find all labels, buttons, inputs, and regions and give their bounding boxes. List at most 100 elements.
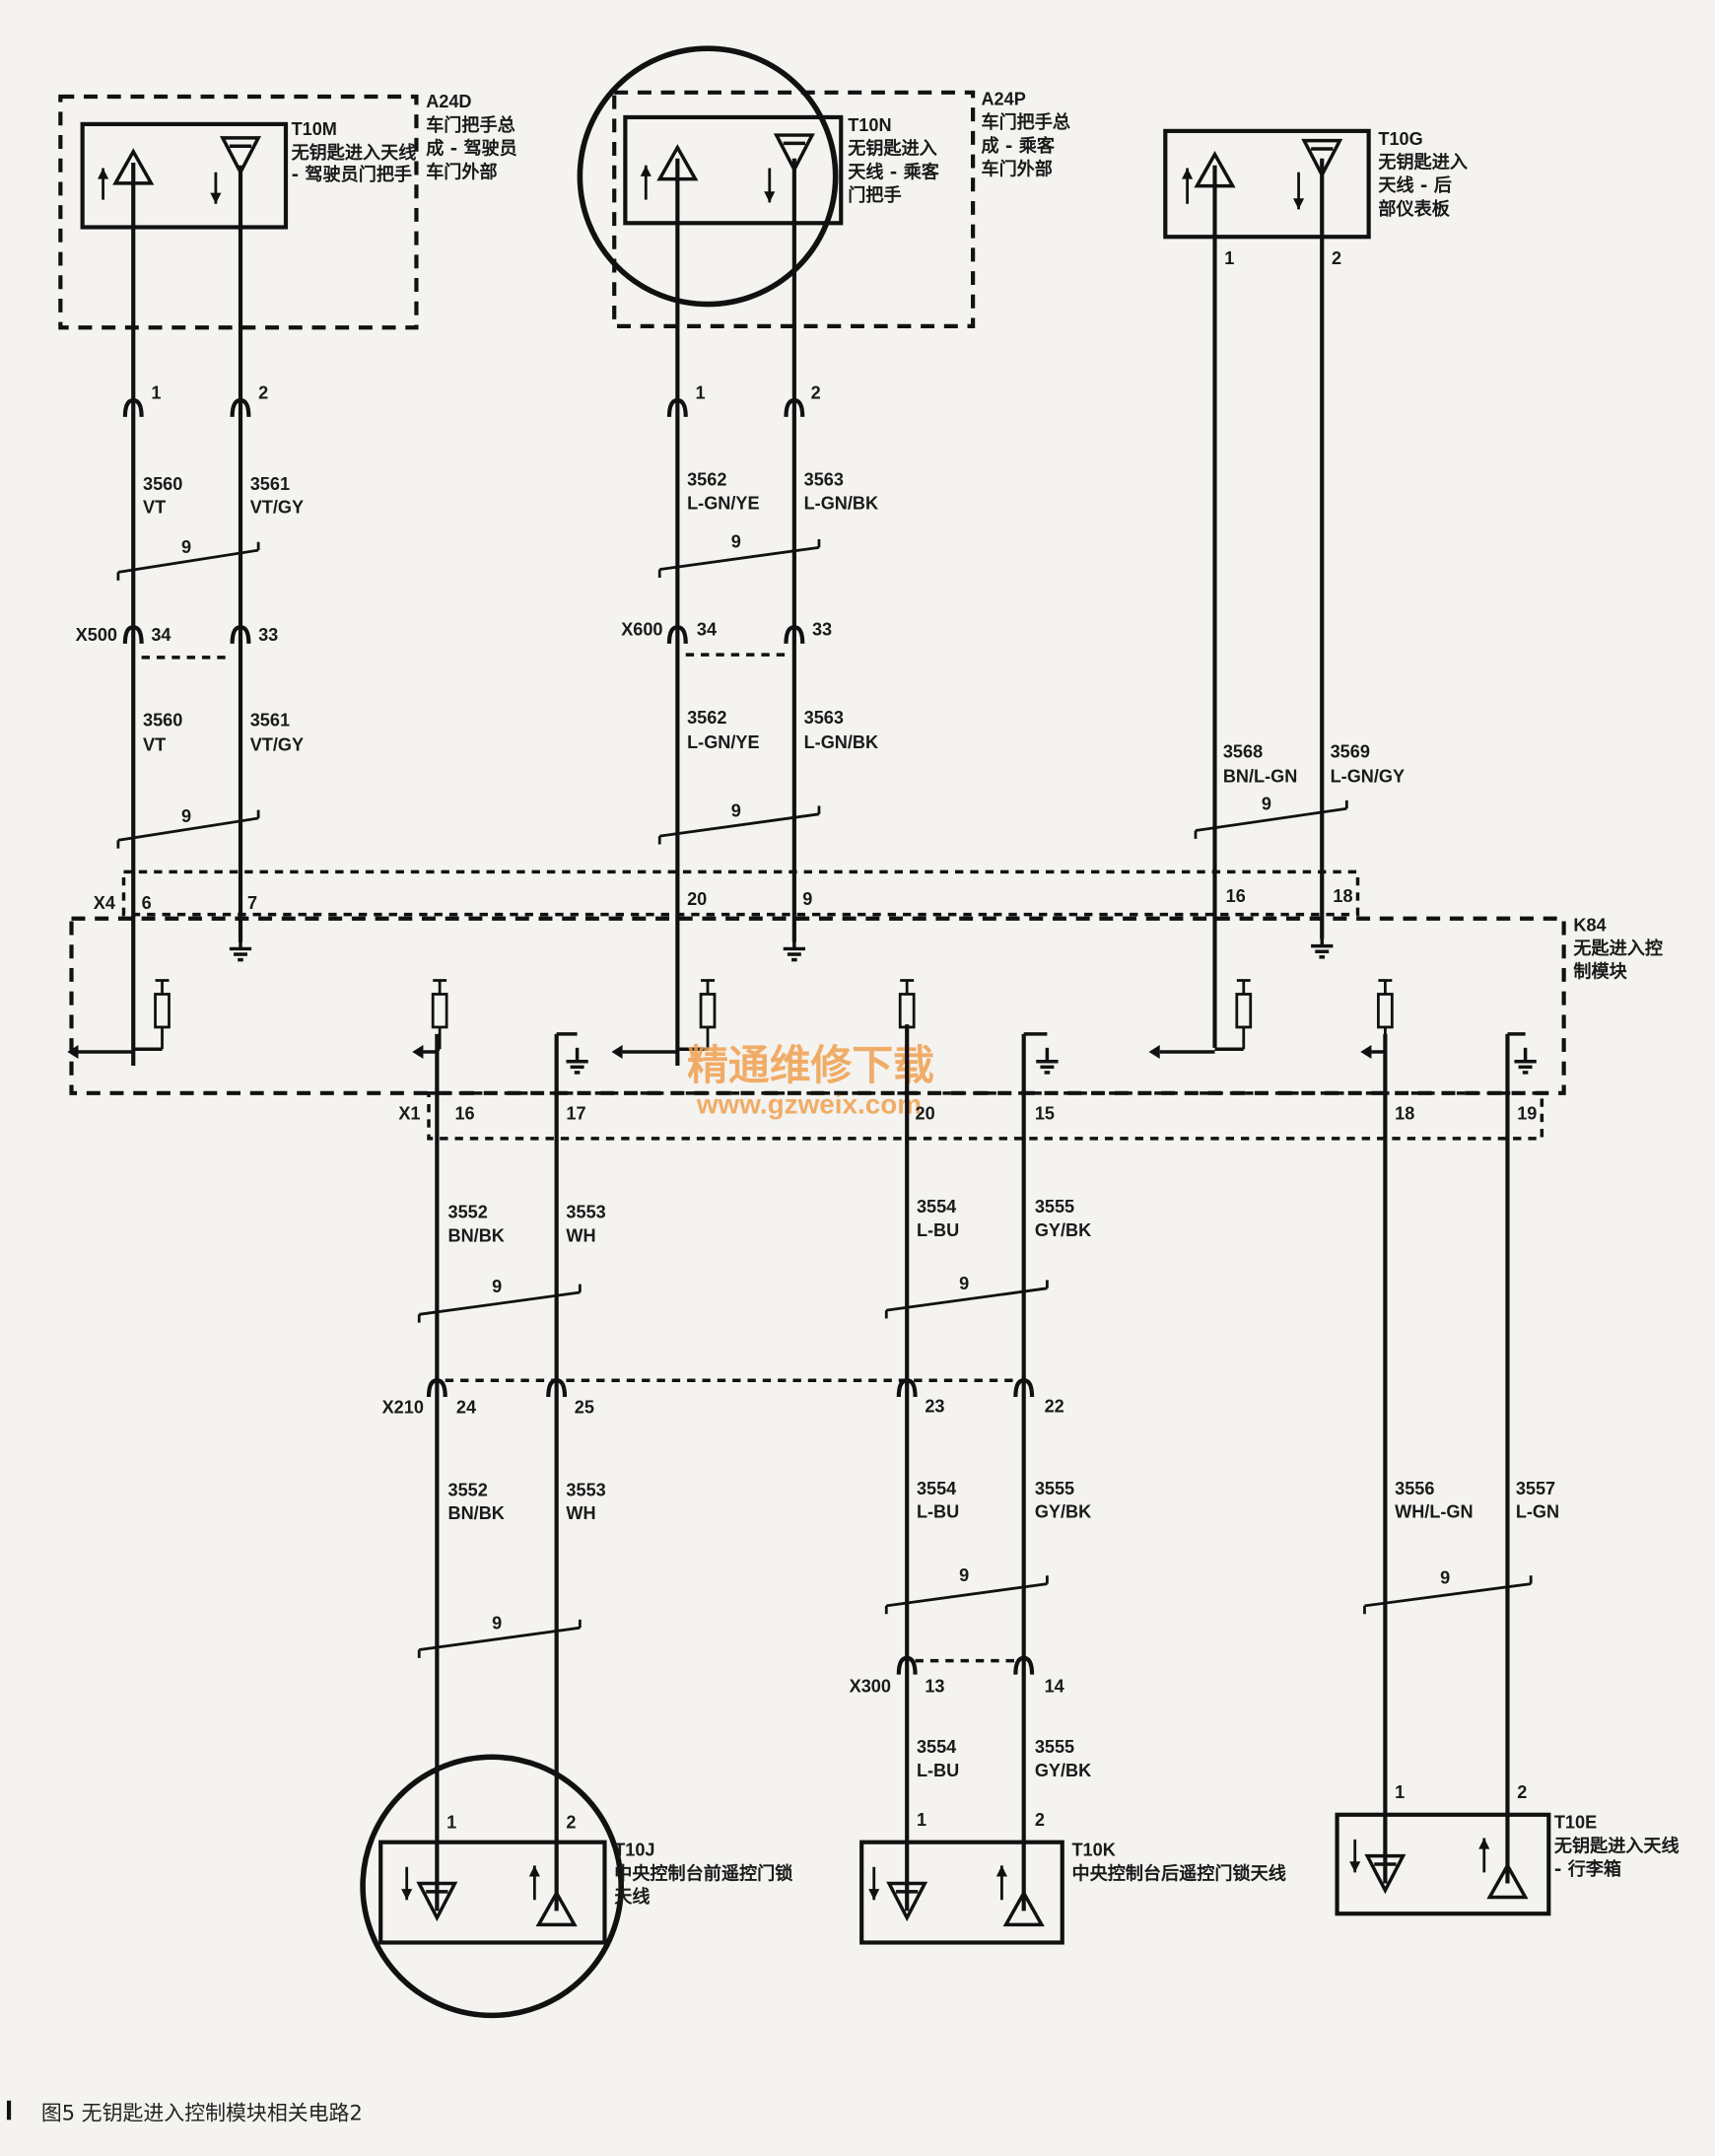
- wire-color: L-GN: [1516, 1502, 1559, 1522]
- pin-number: 33: [258, 625, 278, 645]
- component-desc: 制模块: [1573, 961, 1627, 983]
- wire-number: 3555: [1035, 1197, 1074, 1217]
- module-k84-outline: [69, 916, 1566, 1095]
- antenna-t10n-box: [623, 114, 844, 226]
- pin-number: 18: [1395, 1103, 1414, 1123]
- twisted-pair-mark: [886, 1287, 1048, 1312]
- resistor-icon: [898, 993, 916, 1029]
- wire-number: 3561: [250, 474, 290, 494]
- component-id: T10N: [848, 115, 891, 135]
- arrow-head: [67, 1045, 79, 1059]
- highlight-circle: [360, 1754, 624, 2019]
- connector-id: X1: [398, 1103, 420, 1123]
- component-desc: 无匙进入控: [1573, 938, 1663, 959]
- receive-antenna-icon: [1364, 1853, 1406, 1895]
- component-desc: 无钥匙进入天线: [292, 142, 417, 164]
- transmit-antenna-icon: [1002, 1889, 1045, 1927]
- component-id: A24D: [426, 92, 471, 111]
- connector-id: X210: [382, 1398, 424, 1418]
- wire-number: 3552: [448, 1203, 488, 1222]
- pin-number: 2: [566, 1813, 576, 1833]
- twisted-pair-mark: [419, 1626, 581, 1651]
- component-desc: - 行李箱: [1554, 1858, 1621, 1880]
- twist-label: 9: [492, 1614, 502, 1634]
- wire-color: VT: [143, 497, 166, 517]
- wire-color: VT/GY: [250, 497, 304, 517]
- receive-antenna-icon: [886, 1881, 928, 1922]
- arrow-head: [1349, 1861, 1361, 1873]
- wire-color: VT: [143, 735, 166, 755]
- pin-number: 17: [566, 1103, 585, 1123]
- twisted-pair-mark: [1195, 806, 1347, 832]
- pin-number: 1: [151, 383, 161, 403]
- twisted-pair-mark: [659, 812, 820, 838]
- twisted-pair-mark: [117, 816, 259, 842]
- twist-label: 9: [731, 801, 741, 821]
- wire-color: L-GN/BK: [804, 493, 878, 513]
- twisted-pair-mark: [886, 1582, 1048, 1608]
- wire-color: BN/L-GN: [1223, 767, 1297, 787]
- component-desc: 车门外部: [981, 158, 1052, 179]
- component-desc: 成 - 驾驶员: [426, 138, 517, 160]
- component-desc: 天线 - 后: [1378, 174, 1451, 196]
- arrow-head: [1360, 1045, 1372, 1059]
- pin-number: 1: [1224, 248, 1234, 268]
- connector-id: X300: [850, 1677, 891, 1697]
- wire-color: L-BU: [917, 1220, 959, 1240]
- pin-number: 2: [1035, 1810, 1045, 1830]
- arrow-head: [412, 1045, 424, 1059]
- component-id: T10K: [1072, 1841, 1116, 1860]
- connector-pin-icon: [230, 625, 251, 644]
- connector-x1-outline: [427, 1091, 1544, 1141]
- pin-number: 1: [695, 383, 705, 403]
- twist-label: 9: [959, 1274, 969, 1293]
- highlight-circle: [577, 45, 839, 308]
- wire-number: 3552: [448, 1480, 488, 1499]
- watermark-text: 精通维修下载: [687, 1041, 934, 1089]
- pin-number: 9: [802, 889, 812, 909]
- pin-number: 2: [1332, 248, 1341, 268]
- connector-x4-outline: [121, 869, 1360, 917]
- arrow-head: [210, 192, 222, 204]
- component-desc: 车门把手总: [981, 111, 1070, 133]
- component-id: T10J: [614, 1841, 654, 1860]
- connector-pin-icon: [230, 398, 251, 417]
- transmit-antenna-icon: [656, 144, 699, 181]
- transmit-antenna-icon: [1194, 151, 1236, 188]
- wire-number: 3554: [917, 1737, 956, 1757]
- connector-pin-icon: [426, 1378, 447, 1397]
- resistor-icon: [699, 993, 717, 1029]
- component-id: T10G: [1378, 129, 1422, 149]
- component-desc: 车门把手总: [426, 114, 515, 136]
- arrow-head: [1182, 168, 1194, 179]
- wire-number: 3568: [1223, 742, 1263, 762]
- wire-number: 3560: [143, 474, 182, 494]
- wire-number: 3554: [917, 1479, 956, 1498]
- wire-number: 3554: [917, 1197, 956, 1217]
- resistor-icon: [1377, 993, 1394, 1029]
- component-desc: 天线 - 乘客: [848, 161, 939, 182]
- wire-color: WH/L-GN: [1395, 1502, 1473, 1522]
- connector-id: X500: [76, 625, 117, 645]
- pin-number: 20: [916, 1103, 935, 1123]
- receive-antenna-icon: [1301, 138, 1343, 179]
- pin-number: 1: [1395, 1782, 1405, 1802]
- receive-antenna-icon: [219, 136, 261, 176]
- wire-color: L-GN/GY: [1331, 767, 1405, 787]
- pin-number: 2: [811, 383, 821, 403]
- component-desc: 成 - 乘客: [981, 135, 1055, 157]
- pin-number: 24: [456, 1398, 476, 1418]
- connector-pin-icon: [1013, 1378, 1035, 1397]
- wire-color: WH: [566, 1503, 595, 1523]
- component-desc: 无钥匙进入: [848, 138, 937, 160]
- component-id: T10E: [1554, 1813, 1597, 1833]
- connector-pin-icon: [1013, 1655, 1035, 1675]
- wire-color: GY/BK: [1035, 1761, 1091, 1780]
- pin-number: 2: [258, 383, 268, 403]
- pin-number: 25: [575, 1398, 594, 1418]
- connector-id: X600: [621, 620, 662, 640]
- component-desc: 车门外部: [426, 161, 497, 182]
- component-desc: 部仪表板: [1378, 198, 1450, 220]
- antenna-t10j-box: [378, 1840, 607, 1945]
- transmit-antenna-icon: [112, 148, 155, 185]
